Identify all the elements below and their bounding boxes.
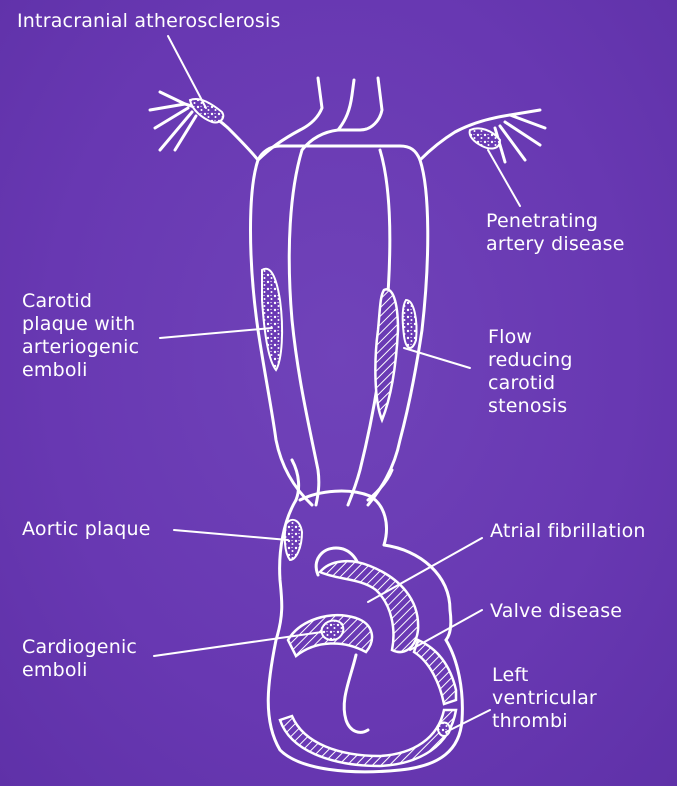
heart-and-aorta bbox=[268, 460, 462, 772]
carotid-arteries bbox=[251, 150, 428, 505]
leader-flow-reducing bbox=[404, 348, 470, 368]
label-cardiogenic-emboli: Cardiogenic emboli bbox=[22, 636, 137, 682]
label-carotid-plaque: Carotid plaque with arteriogenic emboli bbox=[22, 290, 139, 382]
leader-atrial bbox=[368, 538, 482, 602]
label-intracranial-atherosclerosis: Intracranial atherosclerosis bbox=[17, 10, 281, 33]
label-penetrating-artery-disease: Penetrating artery disease bbox=[486, 210, 625, 256]
intracranial-arteries bbox=[150, 78, 545, 162]
leader-valve bbox=[410, 610, 482, 650]
leader-aortic bbox=[174, 530, 288, 540]
label-atrial-fibrillation: Atrial fibrillation bbox=[490, 520, 646, 543]
label-flow-reducing-stenosis: Flow reducing carotid stenosis bbox=[488, 326, 573, 418]
label-left-ventricular-thrombi: Left ventricular thrombi bbox=[492, 664, 597, 733]
leader-carotid-plaque bbox=[160, 328, 272, 338]
label-valve-disease: Valve disease bbox=[490, 600, 622, 623]
label-aortic-plaque: Aortic plaque bbox=[22, 518, 151, 541]
